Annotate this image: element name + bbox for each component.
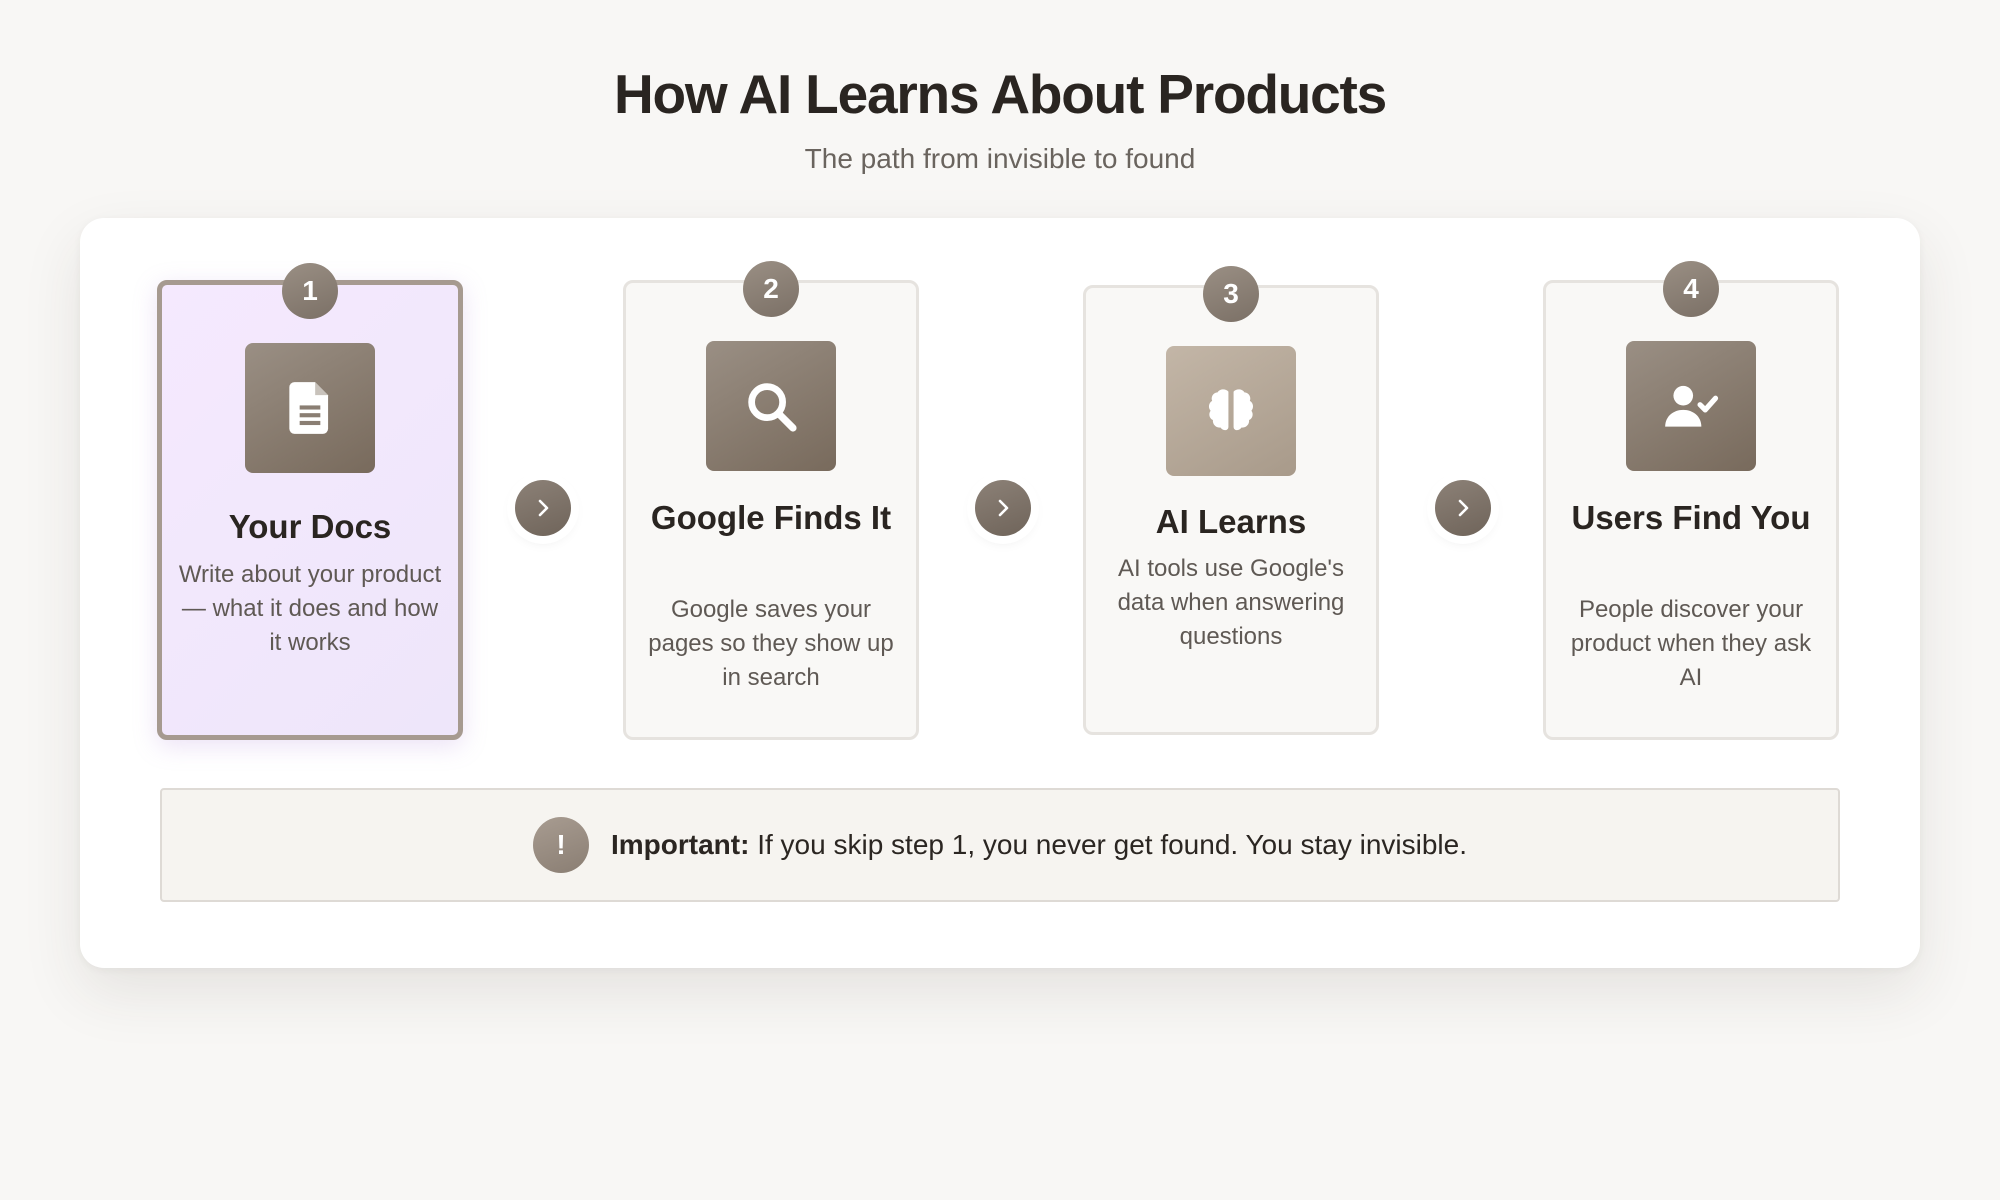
step-title: Users Find You (1571, 499, 1811, 536)
chevron-right-icon (515, 480, 571, 536)
step-description: People discover your product when they a… (1570, 596, 1812, 691)
user-check-icon (1626, 341, 1756, 471)
step-card-users-find-you: 4 Users Find You People discover your pr… (1543, 261, 1839, 740)
important-callout: ! Important: If you skip step 1, you nev… (160, 788, 1840, 902)
callout-label: Important: (611, 829, 750, 860)
document-icon (245, 343, 375, 473)
step-number-badge: 3 (1203, 266, 1259, 322)
page-title: How AI Learns About Products (613, 63, 1387, 125)
step-title: Google Finds It (650, 499, 892, 536)
step-description: Google saves your pages so they show up … (648, 596, 894, 691)
step-number-badge: 1 (282, 263, 338, 319)
brain-icon (1166, 346, 1296, 476)
callout-text: If you skip step 1, you never get found.… (749, 829, 1467, 860)
step-description: Write about your product — what it does … (178, 561, 442, 656)
chevron-right-icon (1435, 480, 1491, 536)
step-title: AI Learns (1155, 503, 1307, 540)
alert-icon: ! (533, 817, 589, 873)
step-title: Your Docs (228, 508, 392, 545)
flow-panel: 1 Your Docs Write about your product — w… (80, 218, 1920, 968)
step-number-badge: 2 (743, 261, 799, 317)
page-subtitle: The path from invisible to found (804, 143, 1196, 174)
search-icon (706, 341, 836, 471)
step-description: AI tools use Google's data when answerin… (1117, 555, 1345, 650)
callout-message: Important: If you skip step 1, you never… (611, 829, 1467, 861)
chevron-right-icon (975, 480, 1031, 536)
step-card-google-finds-it: 2 Google Finds It Google saves your page… (623, 261, 919, 740)
step-card-your-docs: 1 Your Docs Write about your product — w… (157, 263, 463, 740)
step-number-badge: 4 (1663, 261, 1719, 317)
step-card-ai-learns: 3 AI Learns AI tools use Google's data w… (1083, 266, 1379, 735)
